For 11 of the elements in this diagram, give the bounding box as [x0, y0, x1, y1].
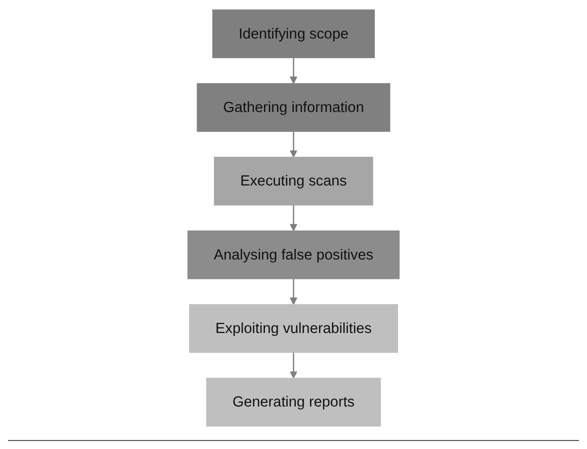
arrow — [290, 278, 298, 305]
node-box: Executing scans — [214, 156, 374, 206]
node-box: Exploiting vulnerabilities — [189, 304, 398, 353]
node-box: Gathering information — [196, 83, 390, 132]
node-box: Generating reports — [206, 378, 381, 426]
node-box: Analysing false positives — [187, 230, 400, 280]
arrow — [290, 352, 298, 379]
node-box: Identifying scope — [212, 9, 375, 58]
arrow — [290, 58, 298, 84]
arrow — [290, 131, 298, 158]
arrow — [290, 205, 298, 232]
